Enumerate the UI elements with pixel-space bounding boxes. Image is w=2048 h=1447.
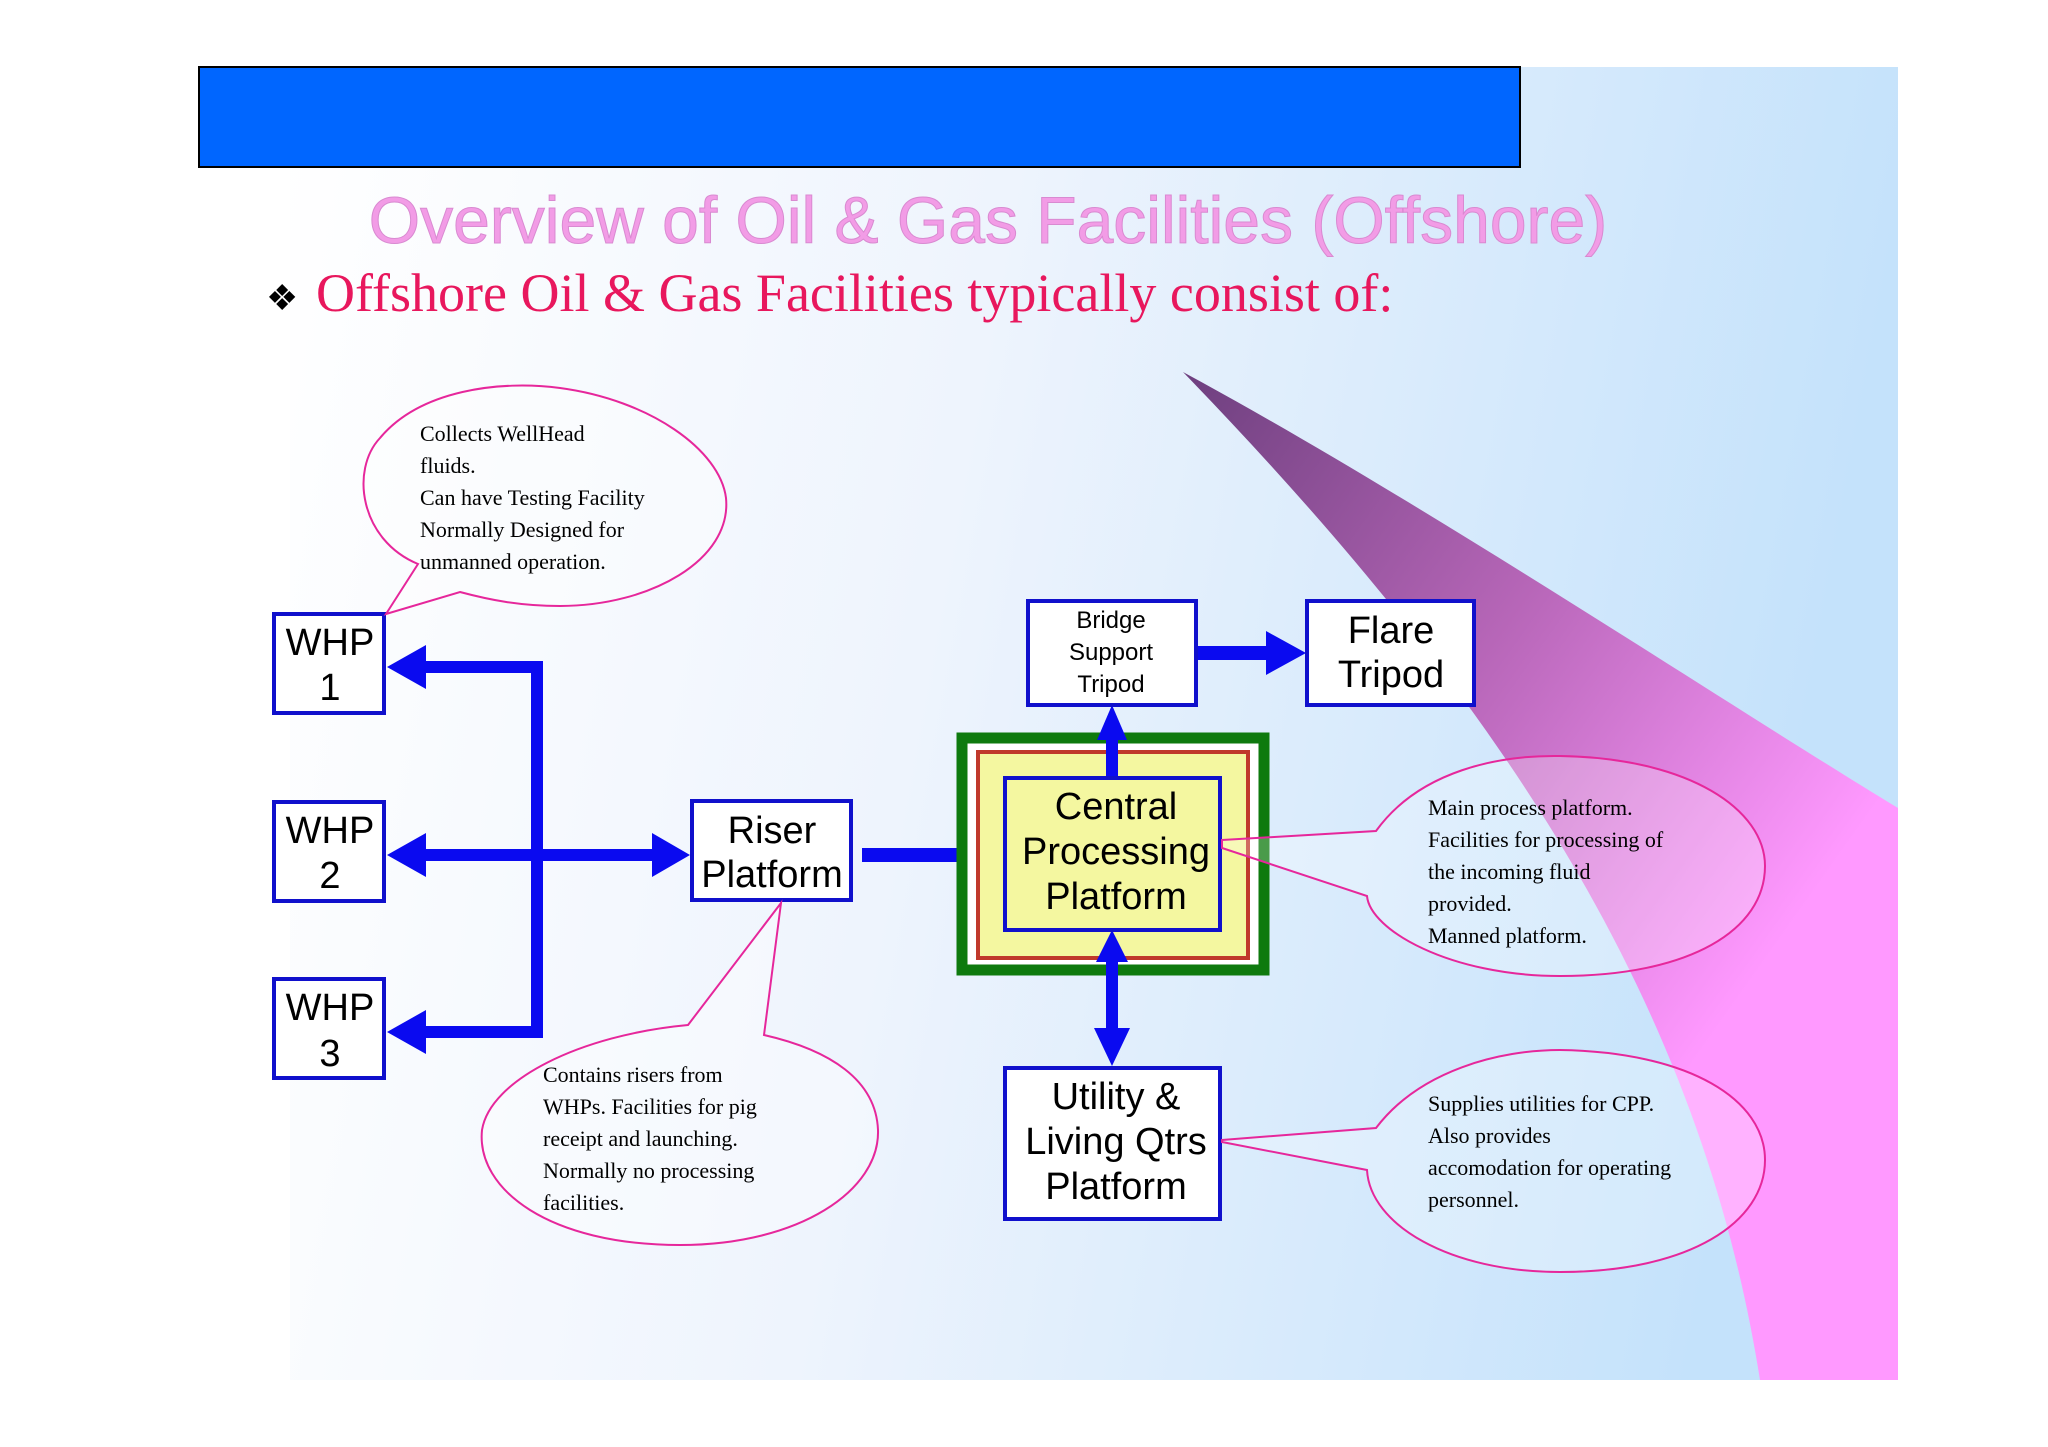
header-bar: [198, 66, 1521, 168]
arrowhead-whp1: [387, 645, 426, 689]
callout-utility: Supplies utilities for CPP. Also provide…: [1221, 1048, 1767, 1274]
callout-riser-line5: facilities.: [543, 1190, 624, 1215]
callout-whp-line1: Collects WellHead: [420, 421, 585, 446]
utility-label-line3: Platform: [1045, 1166, 1186, 1208]
bullet-text: Offshore Oil & Gas Facilities typically …: [316, 263, 1393, 323]
riser-label-line1: Riser: [728, 810, 817, 852]
cpp-utility-connector: [1094, 930, 1130, 1066]
node-central-processing-platform[interactable]: Central Processing Platform: [1003, 776, 1222, 932]
riser-box: [690, 799, 853, 902]
whp3-label-line1: WHP: [286, 987, 375, 1029]
node-bridge-support-tripod[interactable]: Bridge Support Tripod: [1026, 599, 1198, 707]
utility-box: [1003, 1066, 1222, 1221]
callout-riser-shape: [480, 899, 880, 1247]
flare-box: [1305, 599, 1476, 707]
line-bridge-flare: [1197, 646, 1269, 660]
bridge-label-line2: Support: [1069, 639, 1153, 666]
arrowhead-bridge: [1097, 705, 1127, 740]
whp3-box: [272, 977, 386, 1080]
callout-whp-line4: Normally Designed for: [420, 517, 625, 542]
whp2-label-line2: 2: [319, 855, 340, 897]
callout-utility-line1: Supplies utilities for CPP.: [1428, 1091, 1654, 1116]
node-whp3[interactable]: WHP 3: [272, 977, 386, 1080]
callout-utility-line4: personnel.: [1428, 1187, 1519, 1212]
slide-title: Overview of Oil & Gas Facilities (Offsho…: [369, 183, 1607, 257]
node-whp1[interactable]: WHP 1: [272, 612, 386, 715]
arrowhead-riser: [652, 833, 690, 877]
callout-utility-shape: [1221, 1048, 1767, 1274]
bridge-label-line3: Tripod: [1077, 671, 1144, 698]
bridge-to-flare-connector: [1197, 631, 1306, 675]
whp2-label-line1: WHP: [286, 810, 375, 852]
cpp-label-line2: Processing: [1022, 831, 1210, 873]
callout-whp: Collects WellHead fluids. Can have Testi…: [362, 384, 728, 616]
whp1-label-line1: WHP: [286, 622, 375, 664]
arrowhead-up-cpp: [1096, 930, 1128, 962]
line-cpp-utility: [1106, 955, 1118, 1033]
bridge-box: [1026, 599, 1198, 707]
node-utility-living-quarters[interactable]: Utility & Living Qtrs Platform: [1003, 1066, 1222, 1221]
branch-line-whp1: [420, 661, 543, 673]
node-riser-platform[interactable]: Riser Platform: [690, 799, 853, 902]
callout-whp-line3: Can have Testing Facility: [420, 485, 645, 510]
whp1-label-line2: 1: [319, 667, 340, 709]
callout-cpp-line1: Main process platform.: [1428, 795, 1633, 820]
whp3-label-line2: 3: [319, 1033, 340, 1075]
line-cpp-bridge: [1106, 738, 1118, 780]
callout-whp-line2: fluids.: [420, 453, 476, 478]
callout-cpp-shape: [1221, 754, 1767, 978]
callout-cpp-line4: provided.: [1428, 891, 1512, 916]
callout-cpp-line5: Manned platform.: [1428, 923, 1587, 948]
callout-riser-line4: Normally no processing: [543, 1158, 754, 1183]
manifold-trunk-line: [531, 662, 543, 1035]
cpp-box: [1003, 776, 1222, 932]
callout-riser-line1: Contains risers from: [543, 1062, 723, 1087]
callout-riser-line3: receipt and launching.: [543, 1126, 738, 1151]
bridge-label-line1: Bridge: [1076, 607, 1145, 634]
flare-label-line2: Tripod: [1338, 654, 1444, 696]
decorative-swoosh: [1183, 372, 1898, 1380]
callout-cpp-line3: the incoming fluid: [1428, 859, 1591, 884]
bullet-icon: ❖: [266, 277, 298, 318]
callout-utility-line2: Also provides: [1428, 1123, 1551, 1148]
line-to-riser: [537, 849, 655, 861]
cpp-label-line1: Central: [1055, 786, 1178, 828]
cpp-to-bridge-connector: [1097, 705, 1127, 780]
arrowhead-whp2: [387, 833, 426, 877]
callout-whp-shape: [362, 384, 728, 616]
branch-line-whp3: [420, 1026, 543, 1038]
line-riser-cpp: [862, 848, 972, 862]
utility-label-line1: Utility &: [1052, 1076, 1181, 1118]
cpp-label-line3: Platform: [1045, 876, 1186, 918]
arrowhead-whp3: [387, 1010, 426, 1054]
arrowhead-flare: [1266, 631, 1306, 675]
callout-whp-line5: unmanned operation.: [420, 549, 606, 574]
callout-cpp-line2: Facilities for processing of: [1428, 827, 1664, 852]
whp2-box: [272, 800, 386, 903]
callout-cpp: Main process platform. Facilities for pr…: [1221, 754, 1767, 978]
callout-riser-line2: WHPs. Facilities for pig: [543, 1094, 757, 1119]
callout-riser: Contains risers from WHPs. Facilities fo…: [480, 899, 880, 1247]
arrowhead-down-utility: [1094, 1028, 1130, 1066]
whp1-box: [272, 612, 386, 715]
riser-label-line2: Platform: [701, 854, 842, 896]
flare-label-line1: Flare: [1348, 610, 1435, 652]
node-whp2[interactable]: WHP 2: [272, 800, 386, 903]
callout-utility-line3: accomodation for operating: [1428, 1155, 1671, 1180]
node-flare-tripod[interactable]: Flare Tripod: [1305, 599, 1476, 707]
utility-label-line2: Living Qtrs: [1025, 1121, 1207, 1163]
whp-manifold-connectors: [387, 645, 690, 1054]
